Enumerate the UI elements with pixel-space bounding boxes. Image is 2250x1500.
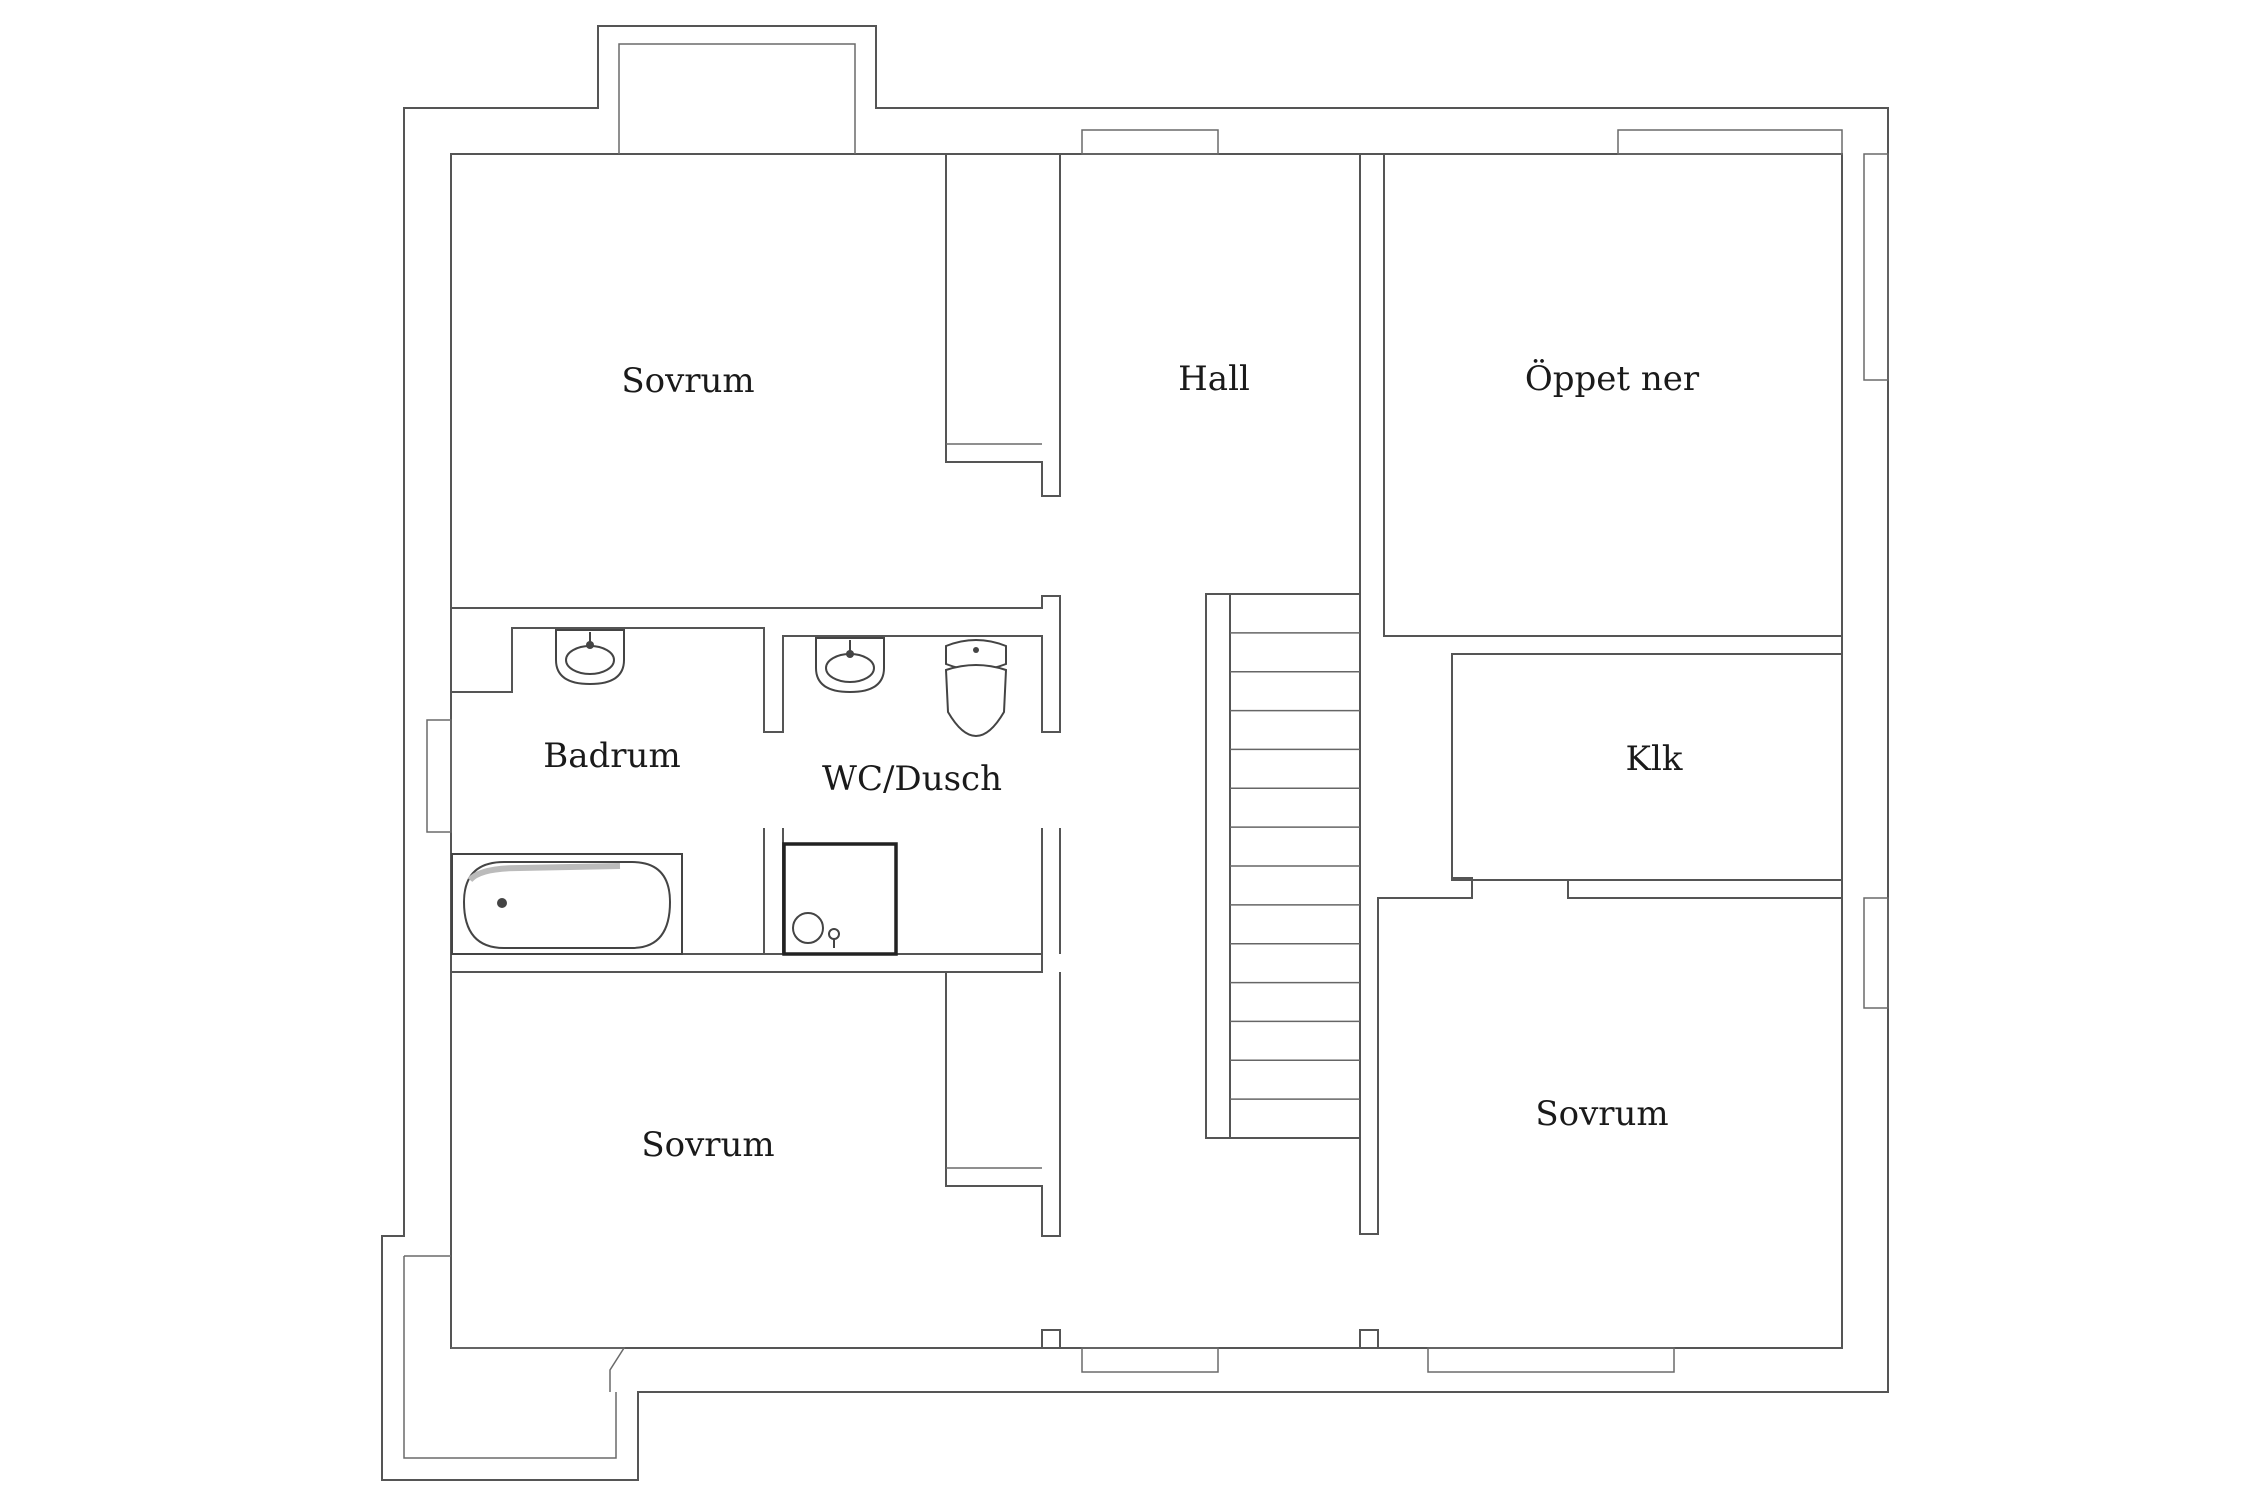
room-label-badrum: Badrum	[543, 736, 680, 776]
room-label-sovrum-nw: Sovrum	[621, 361, 754, 401]
room-label-sovrum-sw: Sovrum	[641, 1125, 774, 1165]
staircase	[1205, 593, 1361, 1139]
windows	[426, 129, 1889, 1373]
sink-icon	[815, 637, 885, 694]
interior-walls	[451, 154, 1843, 1348]
room-labels: Sovrum Hall Öppet ner Badrum WC/Dusch Kl…	[543, 358, 1700, 1165]
sink-icon	[555, 629, 625, 686]
room-label-oppet-ner: Öppet ner	[1525, 358, 1700, 399]
room-label-wc-dusch: WC/Dusch	[822, 759, 1002, 799]
room-label-klk: Klk	[1626, 739, 1683, 779]
toilet-icon	[944, 639, 1008, 737]
bathtub-icon	[451, 853, 683, 955]
room-label-hall: Hall	[1178, 359, 1250, 399]
shower-icon	[782, 842, 898, 956]
room-label-sovrum-se: Sovrum	[1535, 1094, 1668, 1134]
